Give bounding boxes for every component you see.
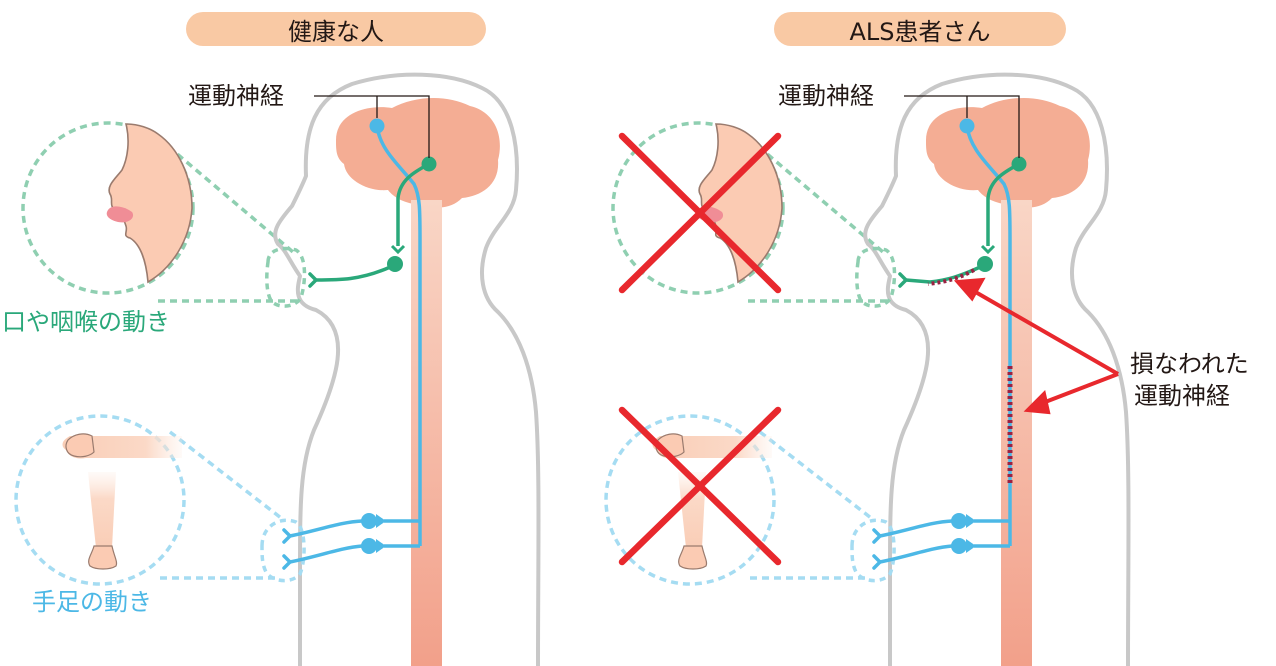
damage-arrows bbox=[958, 280, 1118, 412]
als-panel bbox=[606, 75, 1129, 666]
damage-label-line1: 損なわれた bbox=[1130, 352, 1249, 376]
als-title: ALS患者さん bbox=[774, 12, 1066, 46]
mouth-caption: 口や咽喉の動き bbox=[2, 310, 170, 334]
limbs-caption: 手足の動き bbox=[32, 590, 152, 614]
als-nerve-label: 運動神経 bbox=[778, 84, 874, 108]
healthy-nerve-label: 運動神経 bbox=[188, 84, 284, 108]
healthy-mouth-lower-axon bbox=[310, 268, 388, 286]
damage-label-line2: 運動神経 bbox=[1134, 384, 1230, 408]
healthy-panel bbox=[16, 75, 539, 666]
healthy-title: 健康な人 bbox=[186, 12, 486, 46]
